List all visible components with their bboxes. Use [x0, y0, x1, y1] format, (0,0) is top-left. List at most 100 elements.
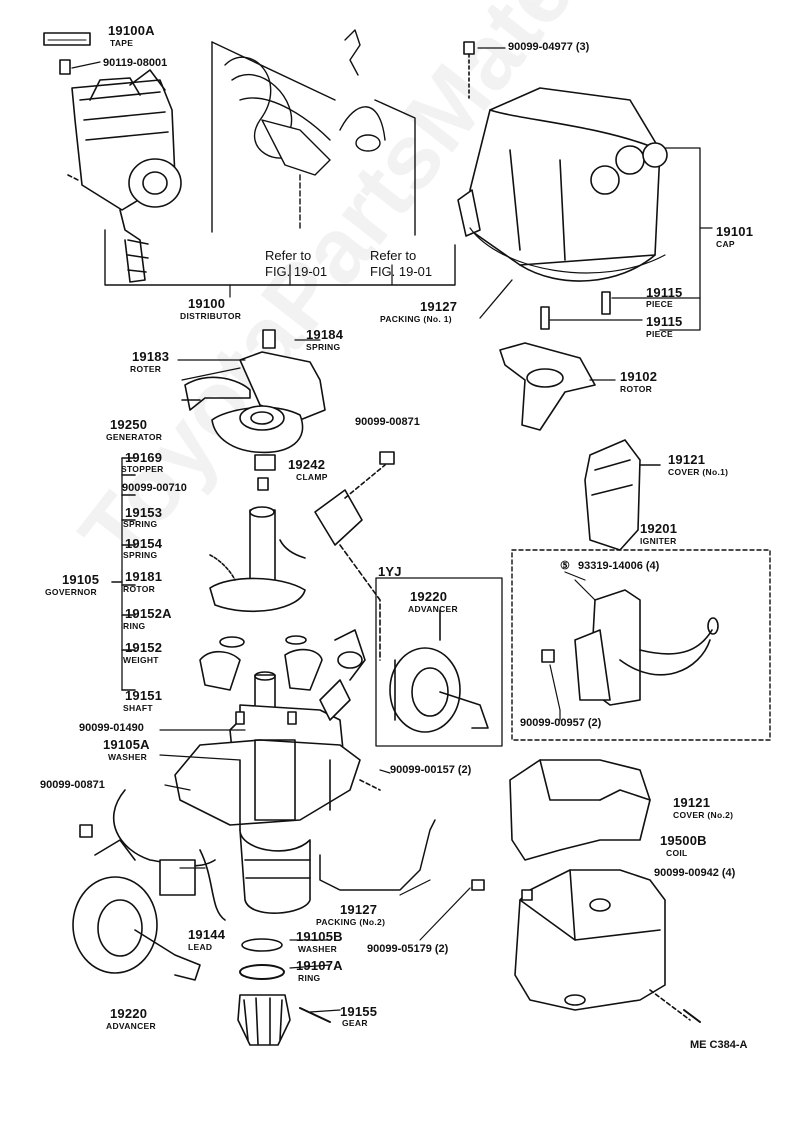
label-19144-name: LEAD: [188, 942, 213, 952]
label-19100A-number: 19100A: [108, 23, 155, 38]
label-19242-name: CLAMP: [296, 472, 328, 482]
label-19127-no2-number: 19127: [340, 902, 378, 917]
label-19155-number: 19155: [340, 1004, 378, 1019]
label-19152A-number: 19152A: [125, 606, 172, 621]
label-90099-00871-bottom: 90099-00871: [40, 779, 105, 791]
label-90099-00157: 90099-00157 (2): [390, 764, 472, 776]
label-19181-number: 19181: [125, 569, 163, 584]
label-19151-number: 19151: [125, 688, 163, 703]
label-19115-b-number: 19115: [646, 314, 683, 329]
label-19152-number: 19152: [125, 640, 163, 655]
label-19115-b-name: PIECE: [646, 329, 674, 339]
wiring-illustration: [224, 29, 386, 231]
packing-no2-illustration: [319, 819, 436, 891]
label-19184-number: 19184: [306, 327, 344, 342]
label-19154-number: 19154: [125, 536, 163, 551]
label-19115-a-name: PIECE: [646, 299, 674, 309]
label-19153-name: SPRING: [123, 519, 158, 529]
label-1YJ: 1YJ: [378, 564, 402, 579]
label-19121-no1-name: COVER (No.1): [668, 467, 729, 477]
label-93319-14006: 93319-14006 (4): [578, 560, 660, 572]
label-19121-no2-number: 19121: [673, 795, 711, 810]
advancer-left-illustration: [72, 789, 226, 981]
label-90099-04977: 90099-04977 (3): [508, 41, 590, 53]
coil-illustration: [471, 869, 701, 1023]
label-19153-number: 19153: [125, 505, 163, 520]
label-19154-name: SPRING: [123, 550, 158, 560]
ring-19107A-illustration: [239, 964, 285, 980]
label-19121-no2-name: COVER (No.2): [673, 810, 734, 820]
label-19102-name: ROTOR: [620, 384, 653, 394]
label-90099-00942: 90099-00942 (4): [654, 867, 736, 879]
distributor-housing-illustration: [174, 629, 381, 914]
label-refer-2-line2: FIG. 19-01: [370, 264, 433, 279]
advancer-1yj-illustration: [389, 609, 489, 733]
label-19115-a-number: 19115: [646, 285, 683, 300]
label-19151-name: SHAFT: [123, 703, 153, 713]
label-19220-1yj-number: 19220: [410, 589, 448, 604]
label-19121-no1-number: 19121: [668, 452, 706, 467]
label-19242-number: 19242: [288, 457, 326, 472]
label-19105-name: GOVERNOR: [45, 587, 97, 597]
label-90099-00710: 90099-00710: [122, 482, 187, 494]
label-19105A-name: WASHER: [108, 752, 148, 762]
label-19201-number: 19201: [640, 521, 678, 536]
igniter-dashed-box: [511, 549, 771, 741]
label-19250-number: 19250: [110, 417, 148, 432]
label-19102-number: 19102: [620, 369, 658, 384]
label-19184-name: SPRING: [306, 342, 341, 352]
governor-parts-illustration: [199, 454, 323, 721]
label-19105-number: 19105: [62, 572, 100, 587]
label-19181-name: ROTOR: [123, 584, 156, 594]
label-refer-2-line1: Refer to: [370, 248, 417, 263]
label-19152-name: WEIGHT: [123, 655, 159, 665]
label-19105A-number: 19105A: [103, 737, 150, 752]
label-19183-number: 19183: [132, 349, 170, 364]
label-90119-08001: 90119-08001: [103, 57, 168, 69]
label-19105B-name: WASHER: [298, 944, 338, 954]
distributor-cap-illustration: [457, 41, 668, 330]
label-refer-1-line2: FIG. 19-01: [265, 264, 328, 279]
label-19152A-name: RING: [123, 621, 146, 631]
clamp-19242-illustration: [314, 451, 395, 661]
label-refer-1-line1: Refer to: [265, 248, 312, 263]
label-19127-no1-name: PACKING (No. 1): [380, 314, 452, 324]
rotor-19102-illustration: [499, 342, 616, 431]
label-19127-no2-name: PACKING (No.2): [316, 917, 386, 927]
igniter-illustration: [541, 579, 719, 721]
label-19107A-number: 19107A: [296, 958, 343, 973]
label-19169-number: 19169: [125, 450, 163, 465]
label-screw-circle: ⑤: [560, 560, 570, 572]
label-90099-00871-top: 90099-00871: [355, 416, 420, 428]
label-figure-code: ME C384-A: [690, 1039, 748, 1051]
label-19100-name: DISTRIBUTOR: [180, 311, 242, 321]
label-19105B-number: 19105B: [296, 929, 343, 944]
label-19183-name: ROTER: [130, 364, 162, 374]
label-19100-number: 19100: [188, 296, 226, 311]
label-19500B-number: 19500B: [660, 833, 707, 848]
label-19144-number: 19144: [188, 927, 226, 942]
label-19201-name: IGNITER: [640, 536, 677, 546]
label-90099-00957: 90099-00957 (2): [520, 717, 602, 729]
label-19220-left-number: 19220: [110, 1006, 148, 1021]
label-19107A-name: RING: [298, 973, 321, 983]
washer-19105B-illustration: [241, 938, 283, 952]
label-19101-number: 19101: [716, 224, 754, 239]
label-19220-1yj-name: ADVANCER: [408, 604, 458, 614]
label-19101-name: CAP: [716, 239, 735, 249]
label-19100A-name: TAPE: [110, 38, 134, 48]
igniter-cover-illustration: [584, 439, 661, 551]
distributor-assembly-illustration: [43, 32, 182, 283]
label-19250-name: GENERATOR: [106, 432, 163, 442]
label-19155-name: GEAR: [342, 1018, 368, 1028]
label-19169-name: STOPPER: [121, 464, 164, 474]
label-90099-05179: 90099-05179 (2): [367, 943, 449, 955]
label-19220-left-name: ADVANCER: [106, 1021, 156, 1031]
label-19500B-name: COIL: [666, 848, 688, 858]
cover-no2-illustration: [509, 759, 651, 861]
gear-19155-illustration: [237, 994, 331, 1046]
label-90099-01490: 90099-01490: [79, 722, 144, 734]
generator-assembly-illustration: [181, 329, 326, 454]
